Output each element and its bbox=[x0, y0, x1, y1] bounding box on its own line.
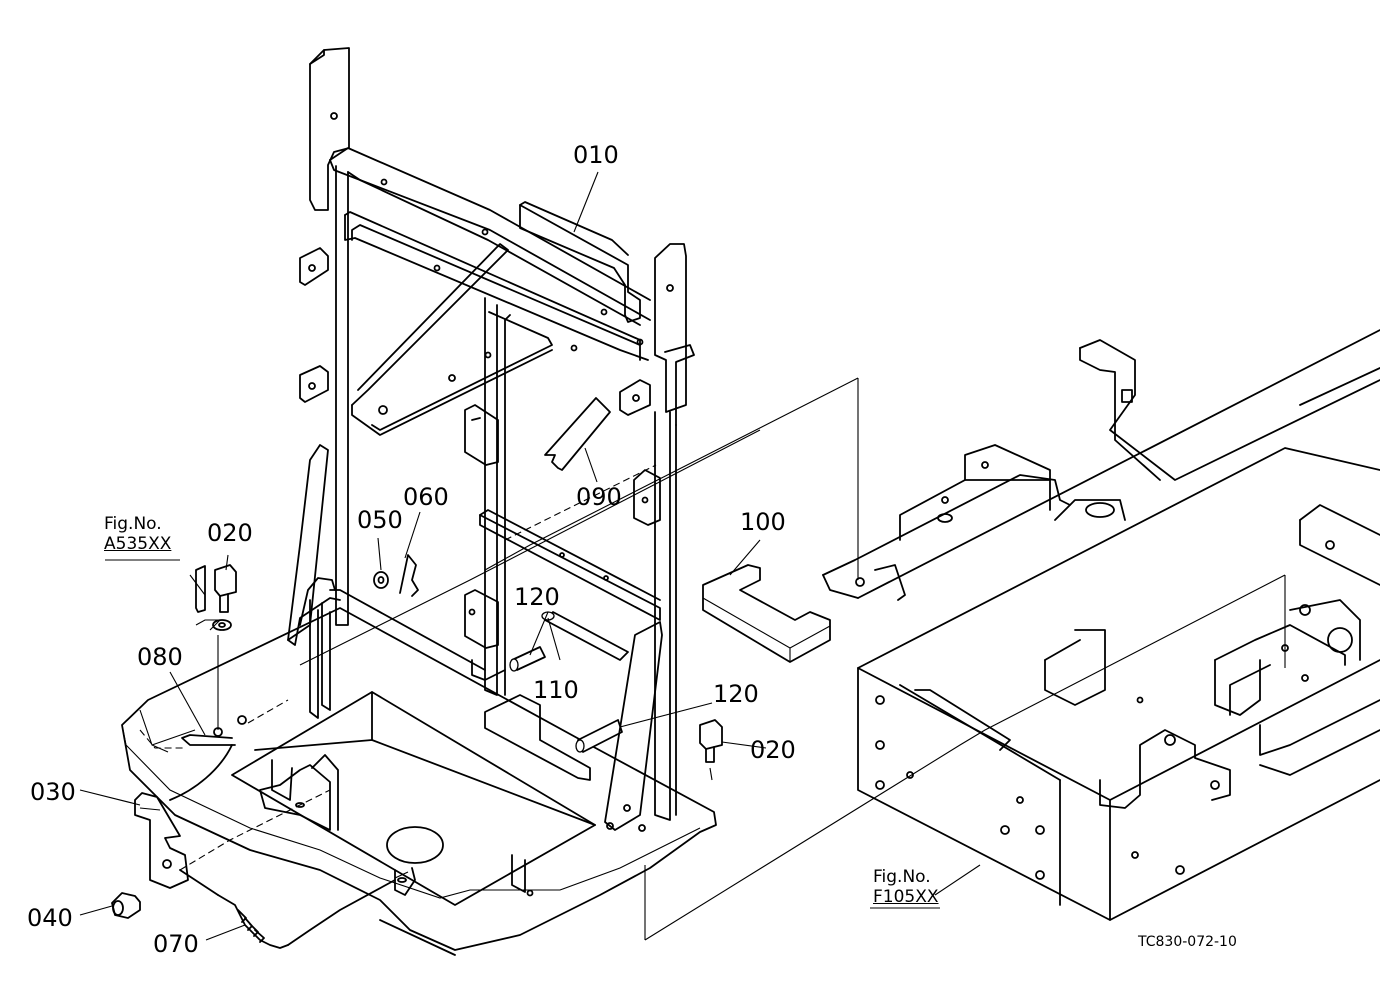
fig-ref-f105-prefix: Fig.No. bbox=[873, 867, 931, 887]
fig-ref-a535[interactable]: Fig.No. A535XX bbox=[104, 514, 172, 554]
chassis-frame bbox=[822, 329, 1380, 921]
label-050: 050 bbox=[357, 506, 403, 534]
part-040-bolt bbox=[111, 892, 141, 919]
label-020-upper: 020 bbox=[207, 519, 253, 547]
label-010: 010 bbox=[573, 141, 619, 169]
label-090: 090 bbox=[576, 483, 622, 511]
label-120-lower: 120 bbox=[713, 680, 759, 708]
part-120-pins bbox=[509, 646, 623, 753]
label-030: 030 bbox=[30, 778, 76, 806]
label-060: 060 bbox=[403, 483, 449, 511]
lower-bracket bbox=[484, 694, 591, 781]
side-arm bbox=[604, 621, 663, 831]
label-120-upper: 120 bbox=[514, 583, 560, 611]
part-090-bracket bbox=[544, 397, 611, 471]
label-080: 080 bbox=[137, 643, 183, 671]
fig-ref-f105[interactable]: Fig.No. F105XX bbox=[873, 867, 939, 907]
label-020-lower: 020 bbox=[750, 736, 796, 764]
part-020-bolt-upper bbox=[212, 564, 237, 631]
label-040: 040 bbox=[27, 904, 73, 932]
main-frame bbox=[287, 47, 695, 821]
a535-pin-base bbox=[195, 619, 222, 631]
base-plate bbox=[121, 607, 717, 956]
arm-hole bbox=[623, 804, 631, 812]
part-070-spring bbox=[179, 869, 396, 949]
label-100: 100 bbox=[740, 508, 786, 536]
part-110-rod bbox=[541, 611, 629, 661]
part-080-wire-tail bbox=[169, 744, 233, 801]
part-080-spring-wire bbox=[181, 734, 236, 746]
a535-pin bbox=[195, 565, 206, 613]
fig-ref-f105-code[interactable]: F105XX bbox=[873, 886, 939, 907]
fig-ref-a535-prefix: Fig.No. bbox=[104, 514, 162, 534]
fig-ref-a535-code[interactable]: A535XX bbox=[104, 533, 172, 554]
label-070: 070 bbox=[153, 930, 199, 958]
part-020-bolt-lower bbox=[699, 719, 723, 763]
part-060-clip bbox=[399, 554, 419, 597]
drawing-id: TC830-072-10 bbox=[1138, 934, 1237, 950]
part-050-washer bbox=[373, 571, 389, 589]
leader-lines bbox=[79, 171, 981, 941]
assembly-lines bbox=[179, 377, 1286, 941]
part-030-lever bbox=[134, 792, 189, 889]
part-100-handle bbox=[702, 564, 831, 663]
label-110: 110 bbox=[533, 676, 579, 704]
